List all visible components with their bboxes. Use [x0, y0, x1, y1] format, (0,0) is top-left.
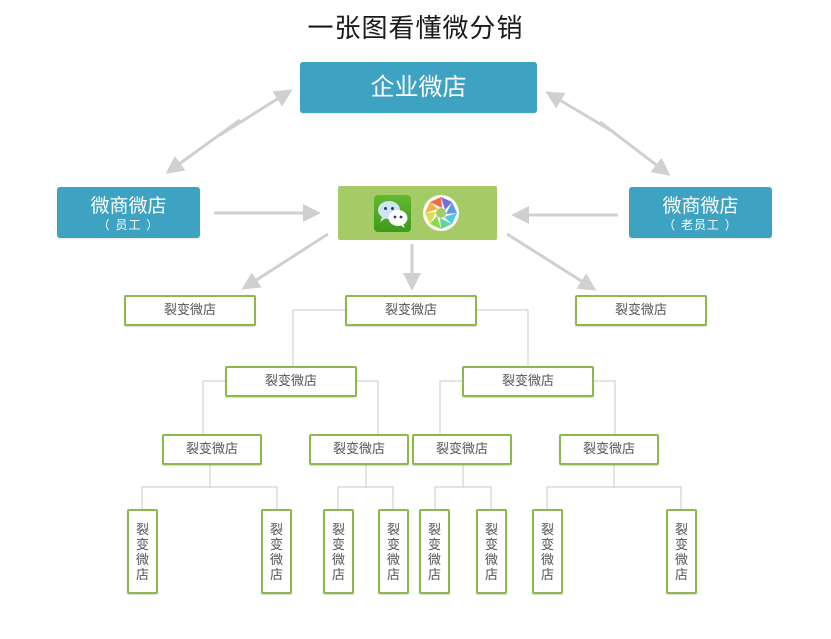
vertical-label-char: 裂 — [331, 523, 345, 538]
vertical-label-char: 微 — [135, 553, 149, 568]
vertical-label-char: 店 — [331, 568, 345, 583]
connector-l3c-l4b — [463, 486, 492, 510]
connector-l2a-l3a — [202, 380, 226, 434]
vertical-label-char: 变 — [386, 538, 400, 553]
fission-store-node-vertical: 裂变微店 — [476, 509, 507, 594]
page-title: 一张图看懂微分销 — [307, 14, 524, 44]
fission-store-node: 裂变微店 — [462, 366, 594, 397]
vertical-label-char: 微 — [674, 553, 688, 568]
fission-store-node: 裂变微店 — [225, 366, 357, 397]
vertical-label-char: 裂 — [427, 523, 441, 538]
employee-store-sublabel: （ 员工 ） — [97, 218, 160, 232]
vertical-label-char: 裂 — [540, 523, 554, 538]
arrow-enterprise-right — [599, 120, 671, 176]
vertical-label-char: 店 — [386, 568, 400, 583]
connector-l3b-l4b — [366, 486, 394, 510]
vertical-label-char: 裂 — [674, 523, 688, 538]
senior-employee-store-node: 微商微店 （ 老员工 ） — [629, 187, 772, 238]
connector-l2b-l3c — [439, 380, 463, 434]
vertical-label-char: 裂 — [269, 523, 283, 538]
vertical-label-char: 变 — [540, 538, 554, 553]
employee-store-label: 微商微店 — [90, 195, 167, 217]
vertical-label-char: 微 — [427, 553, 441, 568]
fission-store-node-vertical: 裂变微店 — [127, 509, 158, 594]
vertical-label-char: 微 — [484, 553, 498, 568]
senior-employee-store-sublabel: （ 老员工 ） — [663, 218, 738, 232]
employee-store-node: 微商微店 （ 员工 ） — [57, 187, 200, 238]
fission-store-node: 裂变微店 — [575, 295, 707, 326]
vertical-label-char: 变 — [484, 538, 498, 553]
arrow-hub-to-left-fission — [241, 232, 329, 290]
vertical-label-char: 微 — [331, 553, 345, 568]
fission-store-node-vertical: 裂变微店 — [378, 509, 409, 594]
fission-store-node: 裂变微店 — [559, 434, 659, 465]
arrow-left-enterprise — [219, 89, 293, 137]
connector-l2b-l3d — [593, 380, 616, 434]
connector-l3a-l4b — [210, 486, 278, 510]
vertical-label-char: 裂 — [135, 523, 149, 538]
vertical-label-char: 变 — [331, 538, 345, 553]
vertical-label-char: 微 — [269, 553, 283, 568]
vertical-label-char: 店 — [427, 568, 441, 583]
arrow-hub-to-right-fission — [506, 232, 597, 291]
vertical-label-char: 店 — [135, 568, 149, 583]
wechat-icon — [374, 195, 411, 232]
vertical-label-char: 变 — [135, 538, 149, 553]
moments-aperture-icon — [422, 194, 460, 232]
fission-store-node: 裂变微店 — [345, 295, 477, 326]
connector-l3c-l4 — [434, 465, 464, 510]
vertical-label-char: 店 — [674, 568, 688, 583]
fission-store-node-vertical: 裂变微店 — [666, 509, 697, 594]
connector-l2a-l3b — [356, 380, 379, 434]
vertical-label-char: 店 — [269, 568, 283, 583]
connector-l3a-l4 — [141, 465, 211, 510]
enterprise-store-node: 企业微店 — [300, 62, 537, 113]
fission-store-node: 裂变微店 — [162, 434, 262, 465]
vertical-label-char: 变 — [269, 538, 283, 553]
vertical-label-char: 微 — [386, 553, 400, 568]
connector-l3b-l4 — [337, 465, 367, 510]
vertical-label-char: 店 — [540, 568, 554, 583]
vertical-label-char: 裂 — [386, 523, 400, 538]
fission-store-node-vertical: 裂变微店 — [532, 509, 563, 594]
vertical-label-char: 变 — [674, 538, 688, 553]
vertical-label-char: 店 — [484, 568, 498, 583]
vertical-label-char: 微 — [540, 553, 554, 568]
senior-employee-store-label: 微商微店 — [662, 195, 739, 217]
fission-store-node: 裂变微店 — [124, 295, 256, 326]
connector-l3d-l4 — [546, 465, 615, 510]
connector-l3d-l4b — [614, 486, 682, 510]
fission-store-node-vertical: 裂变微店 — [419, 509, 450, 594]
connector-l1-l2-left — [292, 309, 345, 366]
fission-store-node: 裂变微店 — [309, 434, 409, 465]
arrow-right-enterprise — [545, 91, 611, 132]
connector-l1-l2-right — [477, 309, 529, 366]
fission-store-node-vertical: 裂变微店 — [261, 509, 292, 594]
fission-store-node: 裂变微店 — [412, 434, 512, 465]
vertical-label-char: 裂 — [484, 523, 498, 538]
vertical-label-char: 变 — [427, 538, 441, 553]
social-hub-node — [338, 186, 497, 240]
fission-store-node-vertical: 裂变微店 — [323, 509, 354, 594]
